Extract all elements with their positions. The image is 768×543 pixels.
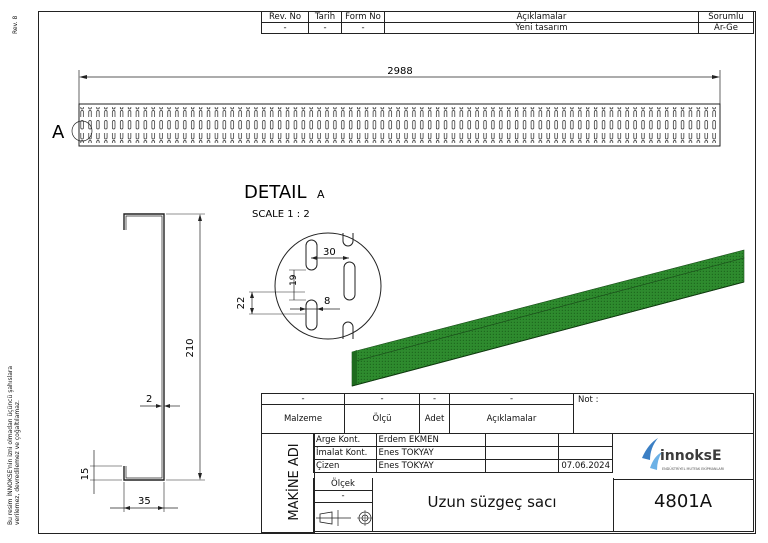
roles-table: Arge Kont. Erdem EKMEN İmalat Kont. Enes… (313, 433, 613, 473)
olcek-value: - (341, 491, 345, 501)
role-row: Çizen Enes TOKYAY 07.06.2024 (313, 459, 613, 473)
logo-mark-icon (642, 438, 658, 460)
detail-circle (274, 232, 382, 340)
role-date (558, 446, 613, 460)
detail-a-view: DETAIL A SCALE 1 : 2 30 19 8 (236, 182, 382, 340)
olcu-header: Ölçü (344, 404, 420, 434)
part-number: 4801A (653, 491, 713, 512)
length-dimension: 2988 (78, 66, 721, 104)
role-date (558, 433, 613, 447)
role-row: Arge Kont. Erdem EKMEN (313, 433, 613, 447)
role-extra (484, 459, 560, 473)
slot-width-dim: 8 (324, 296, 330, 307)
adet-header: Adet (419, 404, 450, 434)
company-logo: innoksE ENDÜSTRİYEL MUTFAK EKİPMANLARI (642, 438, 724, 471)
length-dim-text: 2988 (387, 66, 412, 77)
revision-row: - - - Yeni tasarım Ar-Ge (261, 22, 754, 34)
title-block: - - - - Malzeme Ölçü Adet Açıklamalar No… (261, 393, 754, 533)
detail-title: DETAIL (244, 182, 306, 203)
aciklama-value: - (449, 393, 574, 405)
width-dim: 35 (138, 496, 151, 507)
revision-header-row: Rev. No Tarih Form No Açıklamalar Soruml… (261, 11, 754, 23)
not-box: Not : (574, 393, 754, 434)
material-header-row: Malzeme Ölçü Adet Açıklamalar (261, 404, 574, 434)
gap-dim: 19 (289, 274, 299, 286)
role-extra (484, 446, 560, 460)
part-name-cell: Uzun süzgeç sacı (371, 478, 614, 532)
not-label: Not : (578, 395, 599, 405)
olcu-value: - (344, 393, 420, 405)
aciklamalar-header-tb: Açıklamalar (449, 404, 574, 434)
material-table: - - - - Malzeme Ölçü Adet Açıklamalar (261, 393, 574, 434)
logo-cell (613, 433, 754, 480)
detail-a-circle (71, 120, 93, 142)
pitch-x-dim: 30 (323, 247, 336, 258)
pitch-y-dim: 22 (236, 297, 247, 310)
sorumlu-cell: Ar-Ge (698, 22, 754, 34)
makine-cell: MAKİNE ADI (261, 433, 315, 533)
detail-a-marker: A (52, 122, 65, 143)
role-name: Enes TOKYAY (375, 446, 486, 460)
olcek-cell: Ölçek - (313, 478, 373, 532)
role-label: İmalat Kont. (313, 446, 377, 460)
role-name: Erdem EKMEN (375, 433, 486, 447)
projection-symbol-icon (316, 510, 373, 526)
top-view-plate: A (52, 103, 721, 147)
detail-letter: A (317, 188, 325, 201)
role-row: İmalat Kont. Enes TOKYAY (313, 446, 613, 460)
detail-scale: SCALE 1 : 2 (252, 209, 310, 220)
material-values-row: - - - - (261, 393, 574, 405)
role-date: 07.06.2024 (558, 459, 613, 473)
thickness-dim: 2 (146, 394, 152, 405)
revision-table: Rev. No Tarih Form No Açıklamalar Soruml… (261, 11, 754, 34)
lip-dim: 15 (80, 468, 91, 481)
role-label: Arge Kont. (313, 433, 377, 447)
adet-value: - (419, 393, 450, 405)
logo-text: innoksE (660, 448, 722, 464)
part-name: Uzun süzgeç sacı (427, 493, 557, 511)
role-name: Enes TOKYAY (375, 459, 486, 473)
olcek-label: Ölçek (331, 479, 355, 489)
logo-tagline: ENDÜSTRİYEL MUTFAK EKİPMANLARI (662, 466, 724, 471)
profile-section-view: 210 2 15 35 (80, 213, 205, 512)
role-label: Çizen (313, 459, 377, 473)
malzeme-value: - (261, 393, 345, 405)
makine-label: MAKİNE ADI (287, 443, 302, 521)
part-no-cell: 4801A (613, 478, 754, 532)
role-extra (484, 433, 560, 447)
malzeme-header: Malzeme (261, 404, 345, 434)
iso-model (351, 249, 745, 387)
rev-no-cell: - (261, 22, 309, 34)
height-dim: 210 (185, 338, 196, 357)
